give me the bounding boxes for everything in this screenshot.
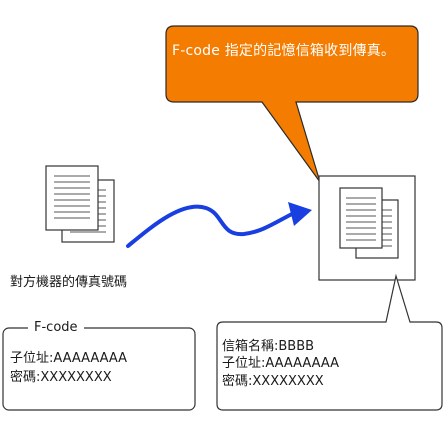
callout-bubble (165, 25, 419, 183)
mailbox-callout-shape (216, 273, 443, 411)
curved-wave-arrow-icon (126, 202, 312, 248)
fcode-box-title: F-code (28, 320, 84, 335)
callout-text: F-code 指定的記憶信箱收到傳真。 (172, 43, 396, 59)
fax-document-stack-icon (45, 165, 115, 243)
mailbox-password: 密碼:XXXXXXXX (222, 374, 324, 389)
mailbox-sub-address: 子位址:AAAAAAAA (222, 356, 340, 371)
callout-shape (165, 25, 419, 183)
mailbox-name: 信箱名稱:BBBB (222, 339, 315, 354)
received-document-stack-icon (339, 187, 399, 259)
arrow-head (288, 202, 312, 226)
sender-fax-number-label: 對方機器的傳真號碼 (10, 275, 128, 290)
mailbox-callout-box (216, 273, 443, 411)
fcode-sub-address: 子位址:AAAAAAAA (10, 351, 128, 366)
fcode-box (2, 327, 196, 411)
fcode-password: 密碼:XXXXXXXX (10, 370, 112, 385)
arrow-body (126, 204, 294, 248)
